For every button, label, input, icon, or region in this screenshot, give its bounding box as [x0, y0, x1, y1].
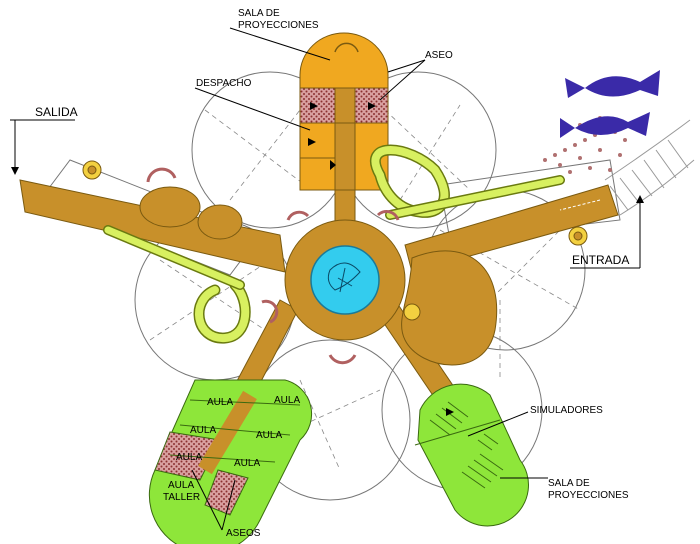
classroom-wing [148, 379, 313, 544]
entrance-dashes [559, 199, 601, 211]
ramps [103, 144, 565, 344]
label-aula: AULA [176, 452, 202, 463]
label-aula-taller-2: TALLER [163, 492, 200, 503]
seat-arcs [146, 167, 400, 365]
projection-room-top [299, 32, 389, 191]
leader-arrowheads [11, 167, 644, 203]
label-aula: AULA [207, 397, 233, 408]
label-aula: AULA [234, 458, 260, 469]
label-sala-proyecciones-bottom-2: PROYECCIONES [548, 490, 629, 501]
label-aseo: ASEO [425, 50, 453, 61]
leader-lines [10, 27, 641, 531]
label-sala-proyecciones-top-1: SALA DE [238, 8, 280, 19]
label-simuladores: SIMULADORES [530, 405, 603, 416]
label-sala-proyecciones-bottom-1: SALA DE [548, 478, 590, 489]
exit-arrow [7, 185, 19, 205]
entrance-stairs [604, 119, 695, 216]
label-aula: AULA [274, 395, 300, 406]
label-aula: AULA [190, 425, 216, 436]
label-aseos: ASEOS [226, 528, 261, 539]
central-fountain [310, 245, 380, 315]
simulator-room [414, 383, 529, 527]
decor-circles [82, 160, 588, 321]
label-aula: AULA [256, 430, 282, 441]
fish-icon [560, 70, 660, 138]
label-despacho: DESPACHO [196, 78, 252, 89]
label-salida: SALIDA [35, 105, 78, 119]
label-sala-proyecciones-top-2: PROYECCIONES [238, 20, 319, 31]
label-entrada: ENTRADA [572, 253, 629, 267]
label-aula-taller-1: AULA [168, 480, 194, 491]
